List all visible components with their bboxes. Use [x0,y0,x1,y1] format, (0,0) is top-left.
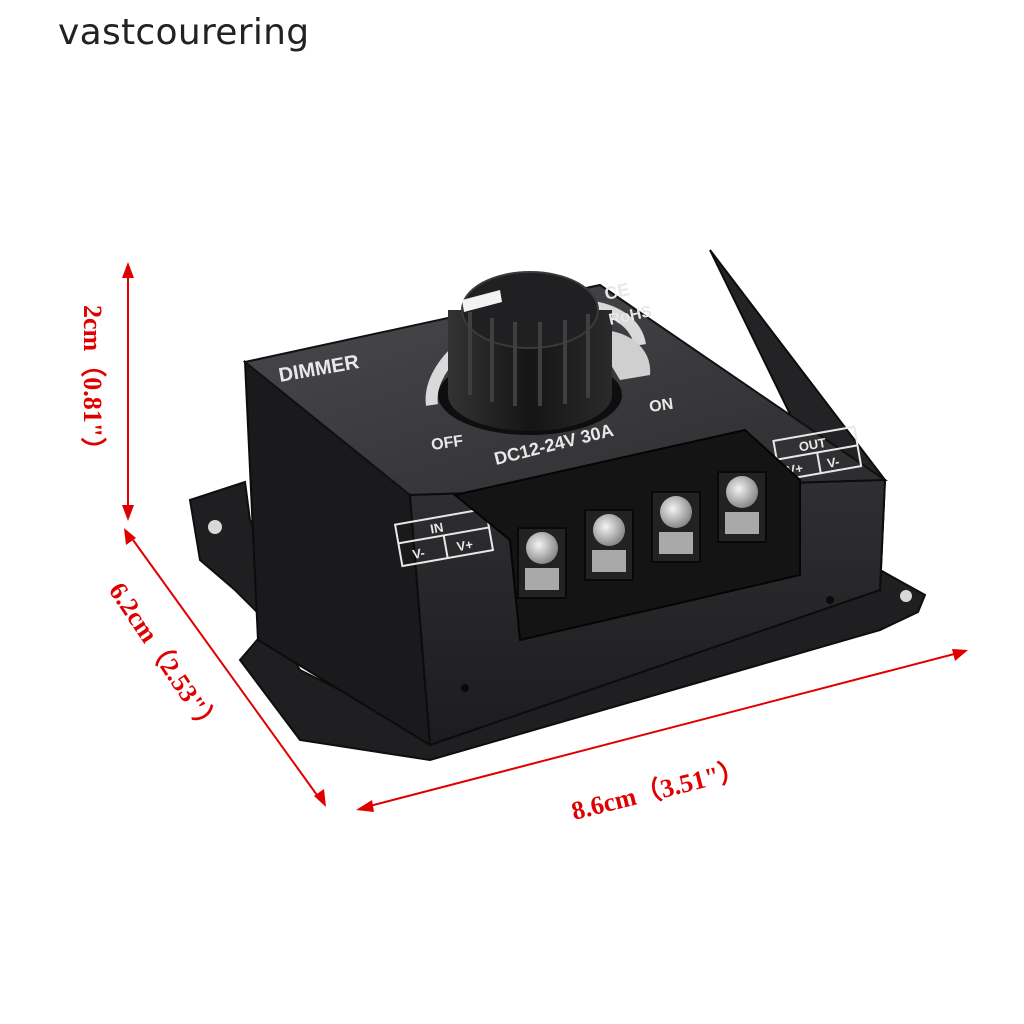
width-dimension-arrow [356,649,968,812]
dimmer-knob[interactable] [438,271,622,435]
knob-indicator [462,290,502,312]
terminal-screw-2[interactable] [584,509,634,581]
case-rivet [461,684,469,692]
off-label: OFF [430,433,464,454]
ce-mark: CE [603,279,632,304]
height-dimension-arrow [122,262,134,521]
mounting-hole [900,590,912,602]
height-dimension-label: 2cm（0.81"） [78,305,107,463]
terminal-screw-3[interactable] [651,491,701,563]
terminal-screw-1[interactable] [517,527,567,599]
depth-dimension-label: 6.2cm（2.53"） [103,577,226,740]
in-pin-vminus: V- [411,545,426,562]
brand-watermark: vastcourering [58,12,310,53]
out-pin-vminus: V- [826,454,841,471]
depth-dimension-arrow [124,528,326,807]
out-title: OUT [798,435,828,455]
mounting-hole [208,520,222,534]
terminal-block [452,428,801,642]
input-terminal-label: IN V- V+ [393,507,495,568]
in-title: IN [429,519,444,536]
terminal-screw-4[interactable] [717,471,767,543]
in-pin-vplus: V+ [456,537,475,555]
width-dimension-label: 8.6cm（3.51"） [568,755,747,826]
on-label: ON [648,396,674,416]
case-rivet [826,596,834,604]
